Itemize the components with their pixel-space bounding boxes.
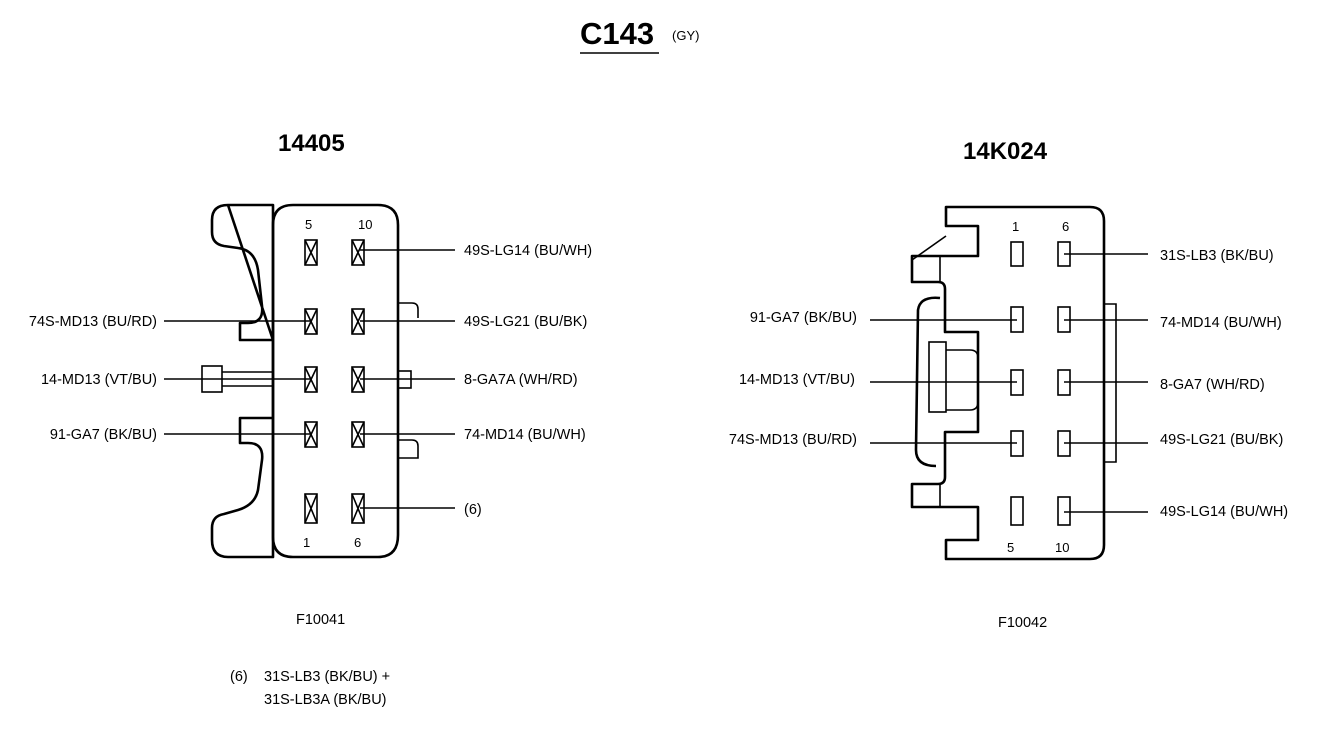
wire-label: (6) [464, 502, 482, 518]
wire-label: 74-MD14 (BU/WH) [1160, 315, 1282, 331]
wire-label: 74-MD14 (BU/WH) [464, 427, 586, 443]
wire-label: 91-GA7 (BK/BU) [50, 427, 157, 443]
footnote-line-1: 31S-LB3 (BK/BU) + [264, 669, 390, 685]
right-pin [1010, 241, 1024, 267]
left-pin [304, 239, 318, 266]
wire-label: 49S-LG21 (BU/BK) [464, 314, 587, 330]
wire-label: 74S-MD13 (BU/RD) [729, 432, 857, 448]
left-pin-number: 5 [305, 217, 312, 232]
connector-title: C143 [580, 16, 654, 51]
left-part-number: 14405 [278, 130, 345, 157]
right-pin [1057, 496, 1071, 526]
right-pin-number: 10 [1055, 540, 1069, 555]
wire-label: 49S-LG14 (BU/WH) [464, 243, 592, 259]
right-part-number: 14K024 [963, 138, 1048, 165]
wire-label: 49S-LG21 (BU/BK) [1160, 432, 1283, 448]
left-pin-number: 10 [358, 217, 372, 232]
right-pin-number: 1 [1012, 219, 1019, 234]
connector-color-code: (GY) [672, 28, 699, 43]
left-pin [351, 493, 365, 524]
wire-label: 31S-LB3 (BK/BU) [1160, 248, 1274, 264]
left-connector-body [201, 203, 419, 559]
left-pin-number: 6 [354, 535, 361, 550]
footnote-line-2: 31S-LB3A (BK/BU) [264, 692, 387, 708]
wire-label: 14-MD13 (VT/BU) [41, 372, 157, 388]
right-connector-body [910, 205, 1117, 561]
left-leader-lines [164, 249, 455, 509]
right-leader-lines [870, 253, 1148, 513]
right-pin-grid [1010, 241, 1071, 526]
footnote-marker: (6) [230, 669, 248, 685]
left-pin-number: 1 [303, 535, 310, 550]
left-pin-grid [304, 239, 365, 524]
right-pin-number: 5 [1007, 540, 1014, 555]
wire-label: 8-GA7A (WH/RD) [464, 372, 578, 388]
right-pin-number: 6 [1062, 219, 1069, 234]
wire-label: 91-GA7 (BK/BU) [750, 310, 857, 326]
wire-label: 74S-MD13 (BU/RD) [29, 314, 157, 330]
left-figure-id: F10041 [296, 612, 345, 628]
wire-label: 8-GA7 (WH/RD) [1160, 377, 1265, 393]
left-pin [351, 239, 365, 266]
right-pin [1010, 496, 1024, 526]
wire-label: 14-MD13 (VT/BU) [739, 372, 855, 388]
right-figure-id: F10042 [998, 615, 1047, 631]
wire-label: 49S-LG14 (BU/WH) [1160, 504, 1288, 520]
left-pin [304, 493, 318, 524]
